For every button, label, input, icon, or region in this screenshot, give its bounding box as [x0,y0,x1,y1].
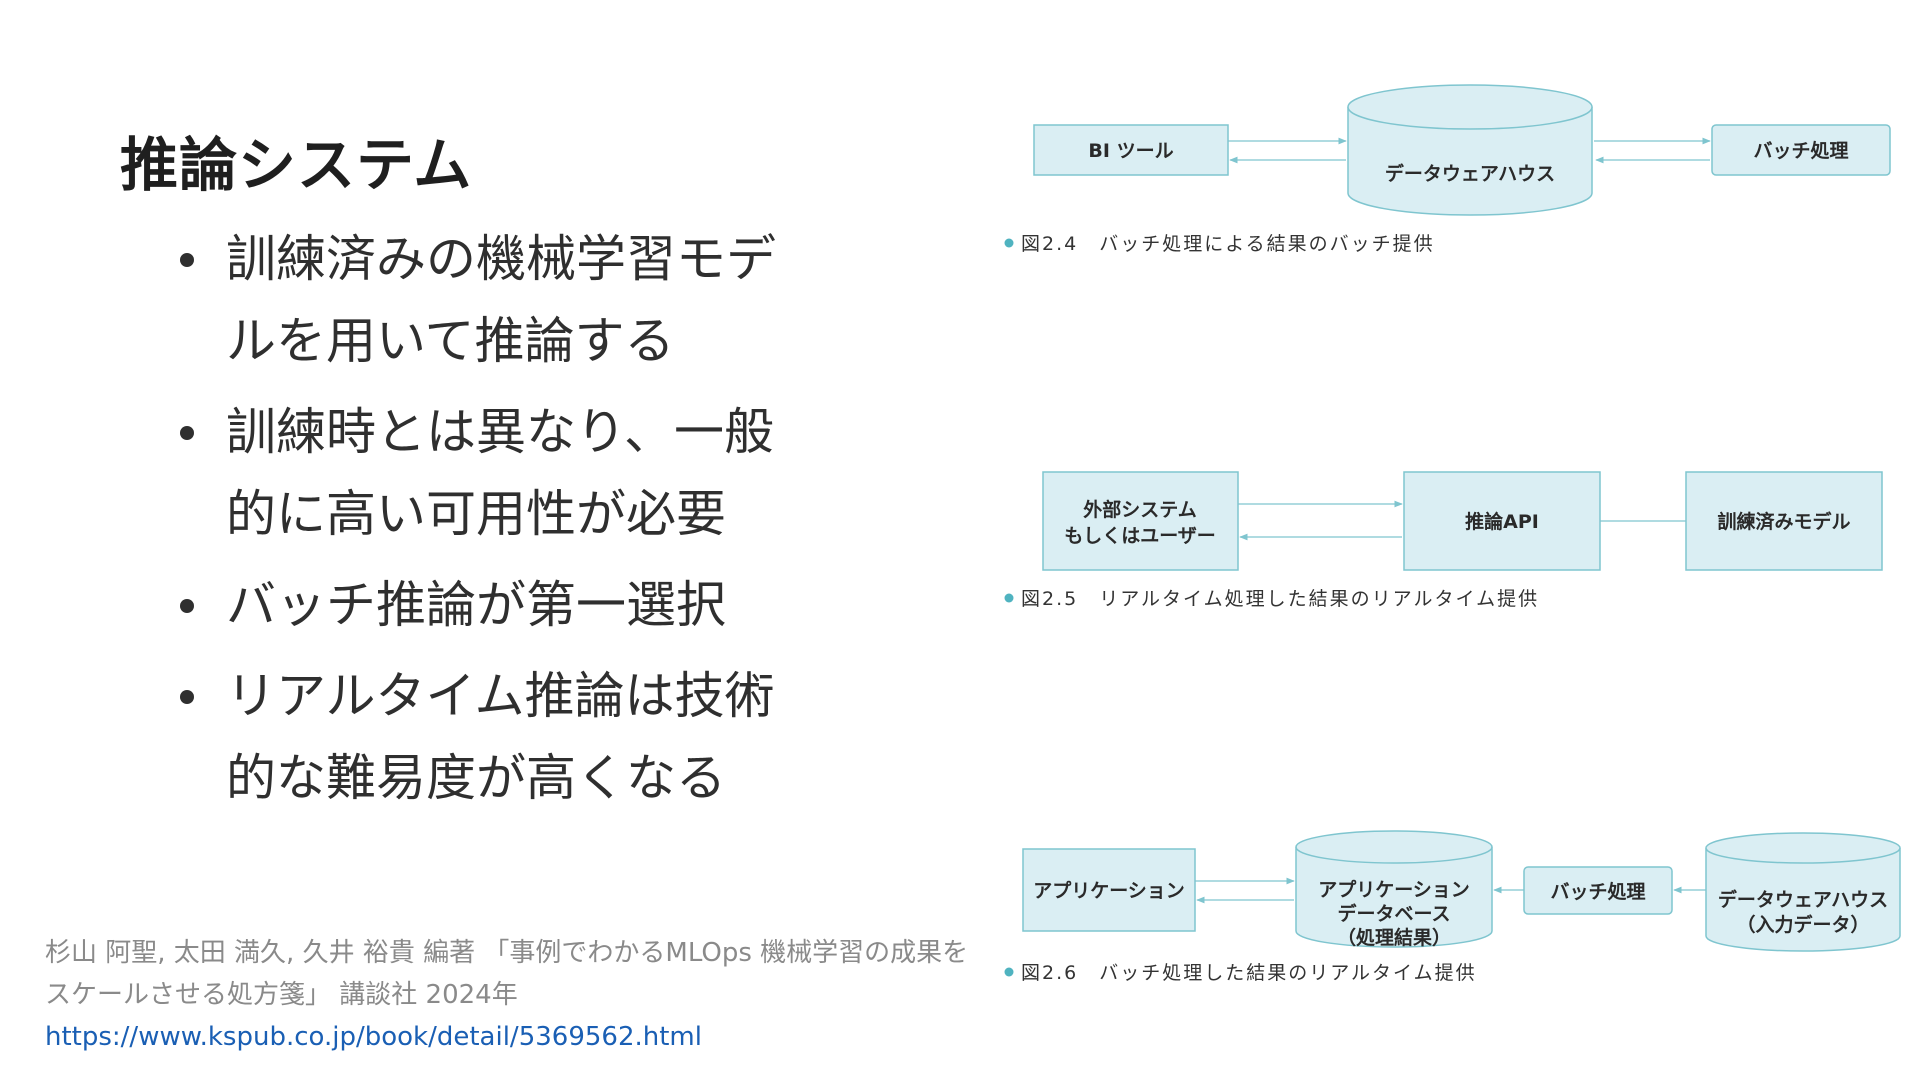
dwh-input-cylinder [1705,832,1901,952]
application-label: アプリケーション [1033,879,1185,902]
bullet-list: 訓練済みの機械学習モデルを用いて推論する 訓練時とは異なり、一般的に高い可用性が… [178,218,818,828]
batch-label: バッチ処理 [1550,880,1645,903]
figure-caption: 図2.6 バッチ処理した結果のリアルタイム提供 [1021,962,1477,984]
dwh-cylinder [1347,84,1593,216]
bi-tool-box [1033,124,1229,176]
application-box [1022,848,1196,932]
app-db-label: データベース [1337,902,1450,925]
bi-tool-label: BI ツール [1088,140,1173,162]
caption-bullet [1004,593,1014,603]
figure-caption: 図2.5 リアルタイム処理した結果のリアルタイム提供 [1021,588,1539,610]
bullet-item: バッチ推論が第一選択 [178,564,818,646]
external-system-label: もしくはユーザー [1064,525,1216,547]
batch-label: バッチ処理 [1753,139,1848,162]
slide-title: 推論システム [120,131,473,199]
dwh-input-label: （入力データ） [1736,913,1869,936]
figure-2-4: BI ツール データウェアハウス バッチ処理 図2.4 バッチ処理による結果のバ… [1004,84,1891,255]
figure-2-6: アプリケーション アプリケーション データベース （処理結果） バッチ処理 デー… [1004,830,1901,984]
dwh-label: データウェアハウス [1385,162,1555,185]
citation-text: 杉山 阿聖, 太田 満久, 久井 裕貴 編著 「事例でわかるMLOps 機械学習… [45,938,969,1010]
batch-box [1711,124,1891,176]
dwh-input-label: データウェアハウス [1718,888,1888,911]
bullet-item: リアルタイム推論は技術的な難易度が高くなる [178,655,818,819]
app-db-cylinder [1295,830,1493,948]
caption-bullet [1004,238,1014,248]
app-db-label: （処理結果） [1337,926,1451,949]
trained-model-label: 訓練済みモデル [1717,510,1850,533]
trained-model-box [1685,471,1883,571]
figure-2-5: 外部システム もしくはユーザー 推論API 訓練済みモデル 図2.5 リアルタイ… [1004,471,1883,610]
external-system-box [1042,471,1239,571]
citation: 杉山 阿聖, 太田 満久, 久井 裕貴 編著 「事例でわかるMLOps 機械学習… [45,932,985,1058]
citation-link[interactable]: https://www.kspub.co.jp/book/detail/5369… [45,1022,702,1052]
inference-api-label: 推論API [1465,510,1539,533]
figure-caption: 図2.4 バッチ処理による結果のバッチ提供 [1021,233,1435,255]
app-db-label: アプリケーション [1318,878,1470,901]
bullet-item: 訓練時とは異なり、一般的に高い可用性が必要 [178,391,818,555]
caption-bullet [1004,967,1014,977]
external-system-label: 外部システム [1083,498,1196,521]
bullet-item: 訓練済みの機械学習モデルを用いて推論する [178,218,818,382]
inference-api-box [1403,471,1601,571]
